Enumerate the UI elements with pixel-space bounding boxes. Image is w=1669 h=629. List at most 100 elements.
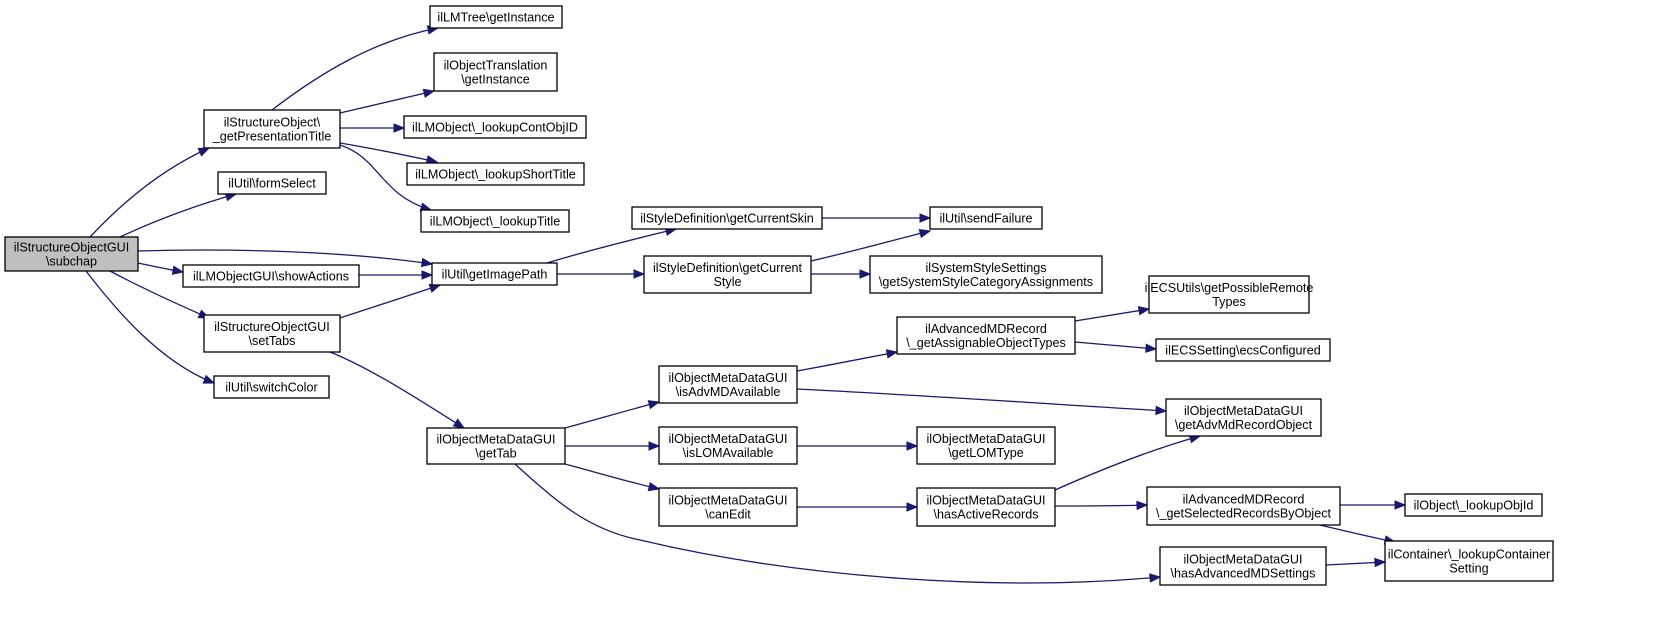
arrowhead xyxy=(1145,343,1158,353)
node-imagepath[interactable]: ilUtil\getImagePath xyxy=(431,262,558,286)
node-currentskin[interactable]: ilStyleDefinition\getCurrentSkin xyxy=(631,206,823,230)
node-hasadvsettings[interactable]: ilObjectMetaDataGUI\hasAdvancedMDSetting… xyxy=(1159,546,1327,586)
node-label-line: ilLMObjectGUI\showActions xyxy=(193,270,349,284)
edge-line xyxy=(109,270,210,319)
node-label-line: \getTab xyxy=(475,447,516,461)
node-settabs[interactable]: ilStructureObjectGUI\setTabs xyxy=(203,314,341,353)
arrowhead xyxy=(452,418,466,429)
edge-currentstyle-to-syscat xyxy=(810,269,872,279)
node-contobj[interactable]: ilLMObject\_lookupContObjID xyxy=(403,115,587,139)
node-switchcolor[interactable]: ilUtil\switchColor xyxy=(213,375,330,399)
node-lookuptitle[interactable]: ilLMObject\_lookupTitle xyxy=(420,209,570,233)
node-assignable[interactable]: ilAdvancedMDRecord\_getAssignableObjectT… xyxy=(896,316,1076,355)
node-label-line: \_getAssignableObjectTypes xyxy=(906,336,1066,350)
node-box xyxy=(203,314,341,353)
node-hasactive[interactable]: ilObjectMetaDataGUI\hasActiveRecords xyxy=(916,487,1056,527)
node-presentation[interactable]: ilStructureObject\_getPresentationTitle xyxy=(203,109,341,149)
edge-currentskin-to-sendfailure xyxy=(822,213,932,223)
node-box xyxy=(916,426,1056,465)
arrowhead xyxy=(393,123,406,133)
node-box xyxy=(1148,275,1310,314)
arrowhead xyxy=(420,257,434,268)
node-root[interactable]: ilStructureObjectGUI\subchap xyxy=(4,236,139,272)
edges-layer xyxy=(85,25,1407,584)
arrowhead xyxy=(1155,405,1168,416)
edge-presentation-to-contobj xyxy=(339,123,406,133)
edge-islom-to-getlomtype xyxy=(796,441,919,451)
arrowhead xyxy=(918,228,932,239)
edge-selected-to-lookupobjid xyxy=(1340,500,1407,510)
edge-line xyxy=(137,249,433,265)
node-label-line: ilLMObject\_lookupShortTitle xyxy=(415,168,576,182)
node-box xyxy=(1384,540,1554,582)
node-syscat[interactable]: ilSystemStyleSettings\getSystemStyleCate… xyxy=(869,255,1103,294)
node-sendfailure[interactable]: ilUtil\sendFailure xyxy=(929,206,1043,230)
node-shorttitle[interactable]: ilLMObject\_lookupShortTitle xyxy=(406,162,585,186)
node-label-line: ilUtil\getImagePath xyxy=(442,268,548,282)
edge-assignable-to-ecsconfigured xyxy=(1074,341,1158,353)
edge-line xyxy=(796,351,898,372)
arrowhead xyxy=(885,349,899,359)
node-label-line: ilSystemStyleSettings xyxy=(925,261,1046,275)
node-canedit[interactable]: ilObjectMetaDataGUI\canEdit xyxy=(658,487,798,527)
node-label-line: ilObjectMetaDataGUI xyxy=(669,432,788,446)
edge-line xyxy=(564,463,660,490)
node-getlomtype[interactable]: ilObjectMetaDataGUI\getLOMType xyxy=(916,426,1056,465)
node-gettab[interactable]: ilObjectMetaDataGUI\getTab xyxy=(426,427,566,465)
node-formselect[interactable]: ilUtil\formSelect xyxy=(217,171,327,195)
node-ecsconfigured[interactable]: ilECSSetting\ecsConfigured xyxy=(1155,338,1331,362)
node-box xyxy=(1165,398,1322,437)
arrowhead xyxy=(1394,500,1407,510)
edge-presentation-to-shorttitle xyxy=(339,142,439,165)
node-showactions[interactable]: ilLMObjectGUI\showActions xyxy=(182,264,360,288)
node-box xyxy=(406,162,585,186)
node-box xyxy=(1404,493,1543,517)
edge-isadvmd-to-assignable xyxy=(796,349,899,372)
node-label-line: \setTabs xyxy=(249,334,296,348)
node-box xyxy=(869,255,1103,294)
edge-line xyxy=(514,463,1161,584)
node-box xyxy=(1159,546,1327,586)
arrowhead xyxy=(919,213,932,223)
node-label-line: ilContainer\_lookupContainer xyxy=(1388,548,1550,562)
node-label-line: ilUtil\sendFailure xyxy=(939,212,1032,226)
node-label-line: \getAdvMdRecordObject xyxy=(1175,418,1313,432)
node-getadvmd[interactable]: ilObjectMetaDataGUI\getAdvMdRecordObject xyxy=(1165,398,1322,437)
edge-line xyxy=(796,388,1167,412)
arrowhead xyxy=(859,269,872,279)
edge-line xyxy=(119,193,237,238)
node-label-line: ilObjectMetaDataGUI xyxy=(1184,553,1303,567)
edge-gettab-to-islom xyxy=(564,441,661,451)
edge-line xyxy=(1054,504,1148,507)
edge-imagepath-to-currentstyle xyxy=(556,269,646,279)
node-isadvmd[interactable]: ilObjectMetaDataGUI\isAdvMDAvailable xyxy=(658,365,798,404)
node-label-line: Types xyxy=(1212,295,1246,309)
edge-line xyxy=(89,147,210,238)
node-label-line: ilAdvancedMDRecord xyxy=(925,322,1047,336)
edge-line xyxy=(85,270,215,384)
node-label-line: ilUtil\switchColor xyxy=(225,381,317,395)
edge-canedit-to-hasactive xyxy=(796,502,919,512)
node-label-line: ilLMObject\_lookupContObjID xyxy=(412,121,578,135)
node-label-line: \getInstance xyxy=(461,73,530,87)
node-selected[interactable]: ilAdvancedMDRecord\_getSelectedRecordsBy… xyxy=(1146,486,1341,526)
node-box xyxy=(429,5,563,29)
node-box xyxy=(916,487,1056,527)
node-lookupobjid[interactable]: ilObject\_lookupObjId xyxy=(1404,493,1543,517)
node-label-line: _getPresentationTitle xyxy=(212,130,332,144)
node-box xyxy=(631,206,823,230)
node-label-line: ilAdvancedMDRecord xyxy=(1183,493,1305,507)
node-label-line: Setting xyxy=(1449,562,1488,576)
node-objtrans[interactable]: ilObjectTranslation\getInstance xyxy=(433,52,558,92)
node-lmtree[interactable]: ilLMTree\getInstance xyxy=(429,5,563,29)
node-box xyxy=(426,427,566,465)
node-box xyxy=(658,426,798,465)
node-label-line: \getLOMType xyxy=(948,446,1024,460)
node-label-line: ilStructureObjectGUI xyxy=(214,320,329,334)
node-box xyxy=(929,206,1043,230)
edge-hasactive-to-selected xyxy=(1054,500,1149,511)
node-islom[interactable]: ilObjectMetaDataGUI\isLOMAvailable xyxy=(658,426,798,465)
